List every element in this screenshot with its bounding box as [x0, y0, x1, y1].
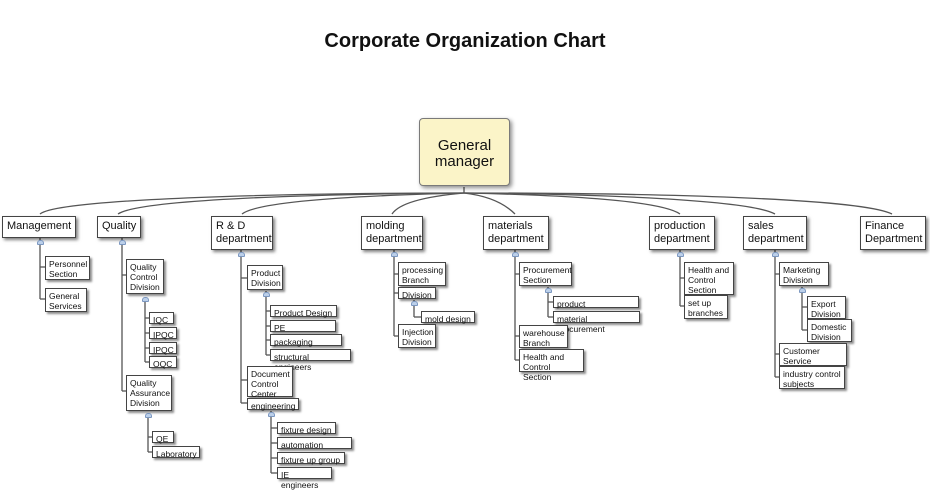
collapse-knob	[238, 252, 245, 257]
unit-engineering: engineering	[247, 398, 299, 411]
collapse-knob	[799, 288, 806, 293]
collapse-knob	[37, 240, 44, 245]
unit-marketing-division: Marketing Division	[779, 262, 829, 286]
dept-rd: R & D department	[211, 216, 273, 250]
unit-product-design: Product Design	[270, 305, 337, 318]
unit-quality-assurance-division: Quality Assurance Division	[126, 375, 172, 411]
unit-industry-control-subjects: industry control subjects	[779, 366, 845, 389]
unit-general-services: General Services	[45, 288, 87, 312]
unit-fixture-design: fixture design	[277, 422, 336, 435]
unit-injection-division: Injection Division	[398, 324, 436, 348]
unit-structural-engineers: structural engineers	[270, 349, 351, 372]
unit-personnel-section: Personnel Section	[45, 256, 90, 280]
unit-automation-design: automation design	[277, 437, 352, 460]
unit-oqc: OQC	[149, 356, 177, 369]
unit-health-control-section-production: Health and Control Section	[684, 262, 734, 295]
unit-document-control-center: Document Control Center	[247, 366, 293, 399]
collapse-knob	[268, 412, 275, 417]
dept-finance: Finance Department	[860, 216, 926, 250]
unit-laboratory: Laboratory	[152, 446, 200, 459]
chart-title: Corporate Organization Chart	[324, 30, 606, 52]
unit-setup-branches: set up branches	[684, 295, 728, 319]
collapse-knob	[512, 252, 519, 257]
unit-packaging-design: packaging design	[270, 334, 342, 357]
collapse-knob	[391, 252, 398, 257]
collapse-knob	[772, 252, 779, 257]
unit-ipqc-2: IPQC	[149, 342, 177, 355]
dept-sales: sales department	[743, 216, 807, 250]
unit-pe-engineering: PE engineering	[270, 320, 336, 343]
unit-product-division: Product Division	[247, 265, 283, 290]
unit-customer-service-division: Customer Service Division	[779, 343, 847, 376]
collapse-knob	[677, 252, 684, 257]
unit-ipqc-1: IPQC	[149, 327, 177, 340]
unit-quality-control-division: Quality Control Division	[126, 259, 164, 294]
collapse-knob	[142, 297, 149, 302]
unit-ie-engineers: IE engineers	[277, 467, 332, 490]
unit-mold-design: mold design	[421, 311, 475, 324]
collapse-knob	[119, 240, 126, 245]
dept-materials: materials department	[483, 216, 549, 250]
unit-material-procurement: material procurement	[553, 311, 640, 334]
unit-division: Division	[398, 287, 436, 300]
collapse-knob	[145, 413, 152, 418]
unit-warehouse-branch: warehouse Branch	[519, 325, 568, 348]
unit-domestic-division: Domestic Division	[807, 319, 852, 342]
unit-export-division: Export Division	[807, 296, 846, 319]
dept-molding: molding department	[361, 216, 423, 250]
unit-fixture-up-group: fixture up group	[277, 452, 345, 465]
unit-product-procurement: product procurement	[553, 296, 639, 319]
unit-procurement-section: Procurement Section	[519, 262, 572, 286]
unit-health-control-section-materials: Health and Control Section	[519, 349, 584, 382]
unit-qe: QE	[152, 431, 174, 444]
collapse-knob	[411, 301, 418, 306]
dept-quality: Quality	[97, 216, 141, 238]
collapse-knob	[263, 292, 270, 297]
general-manager-box: General manager	[419, 118, 510, 186]
dept-production: production department	[649, 216, 715, 250]
unit-processing-branch: processing Branch	[398, 262, 446, 286]
dept-management: Management	[2, 216, 76, 238]
collapse-knob	[545, 288, 552, 293]
unit-iqc: IQC	[149, 312, 174, 325]
